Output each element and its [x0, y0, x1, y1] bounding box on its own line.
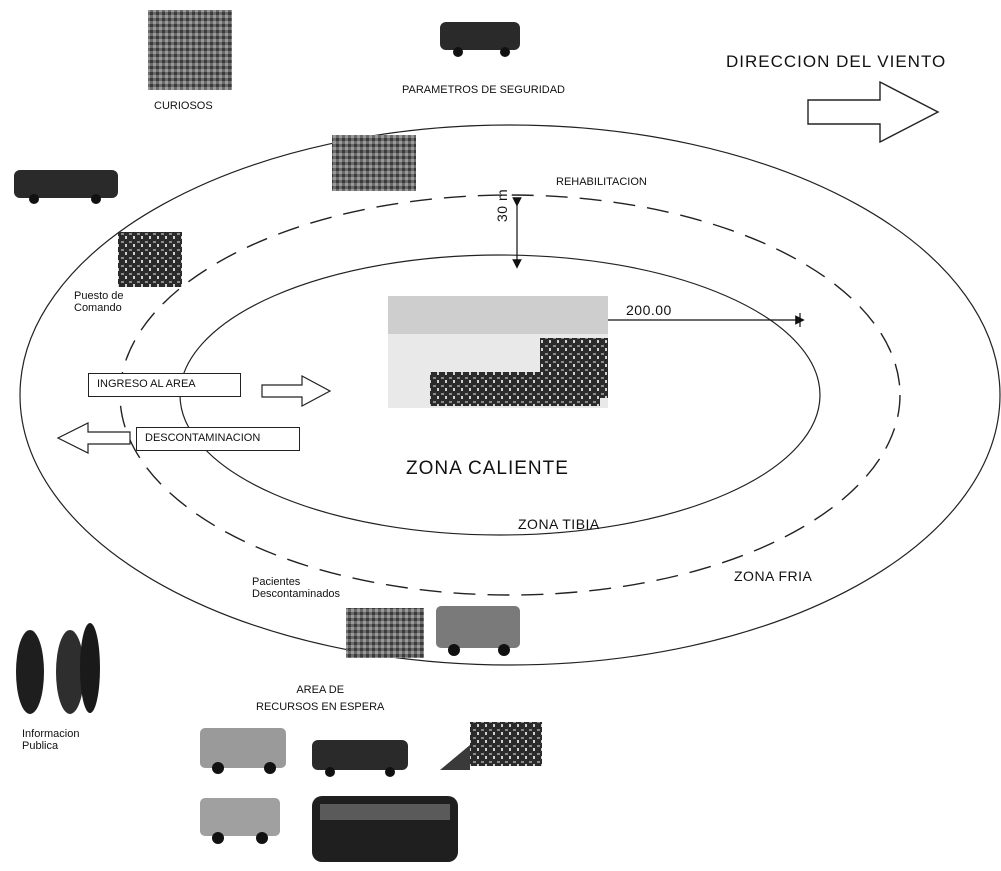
label-puesto-comando: Puesto de Comando [74, 290, 124, 314]
label-pacientes: Pacientes Descontaminados [252, 576, 341, 600]
label-informacion: Informacion Publica [22, 728, 80, 752]
label-rehabilitacion: REHABILITACION [556, 176, 647, 188]
bus-photo [312, 796, 458, 862]
van-photo [200, 798, 280, 844]
label-zona-fria: ZONA FRIA [734, 568, 813, 584]
label-zona-tibia: ZONA TIBIA [518, 516, 600, 532]
label-distance-30m: 30 m [494, 188, 510, 222]
patients-photo [346, 608, 424, 658]
exit-arrow-icon [56, 422, 131, 454]
entry-arrow-icon [261, 374, 332, 408]
label-curiosos: CURIOSOS [154, 100, 213, 112]
warm-zone-dashed-ellipse [119, 194, 901, 596]
label-parametros: PARAMETROS DE SEGURIDAD [402, 84, 565, 96]
descontaminacion-box: DESCONTAMINACION [136, 427, 300, 451]
excavator-photo [440, 722, 542, 770]
truck-photo [440, 22, 520, 57]
truck2-photo [312, 740, 408, 777]
label-area-espera: AREA DE RECURSOS EN ESPERA [256, 684, 385, 713]
label-distance-200: 200.00 [626, 302, 672, 318]
crowd-photo [148, 10, 232, 90]
ambulance-photo [436, 606, 520, 656]
ingreso-box: INGRESO AL AREA [88, 373, 241, 397]
people-photo [14, 623, 102, 717]
outer-zone-ellipse [19, 124, 1001, 666]
wind-direction-title: DIRECCION DEL VIENTO [726, 52, 947, 71]
label-zona-caliente: ZONA CALIENTE [406, 458, 569, 479]
command-photo [118, 232, 182, 287]
rehab-photo [332, 135, 416, 191]
ambulance2-photo [200, 728, 286, 774]
fire-photo [388, 296, 608, 408]
wind-arrow-icon [807, 80, 940, 144]
pickup-photo [14, 170, 118, 204]
